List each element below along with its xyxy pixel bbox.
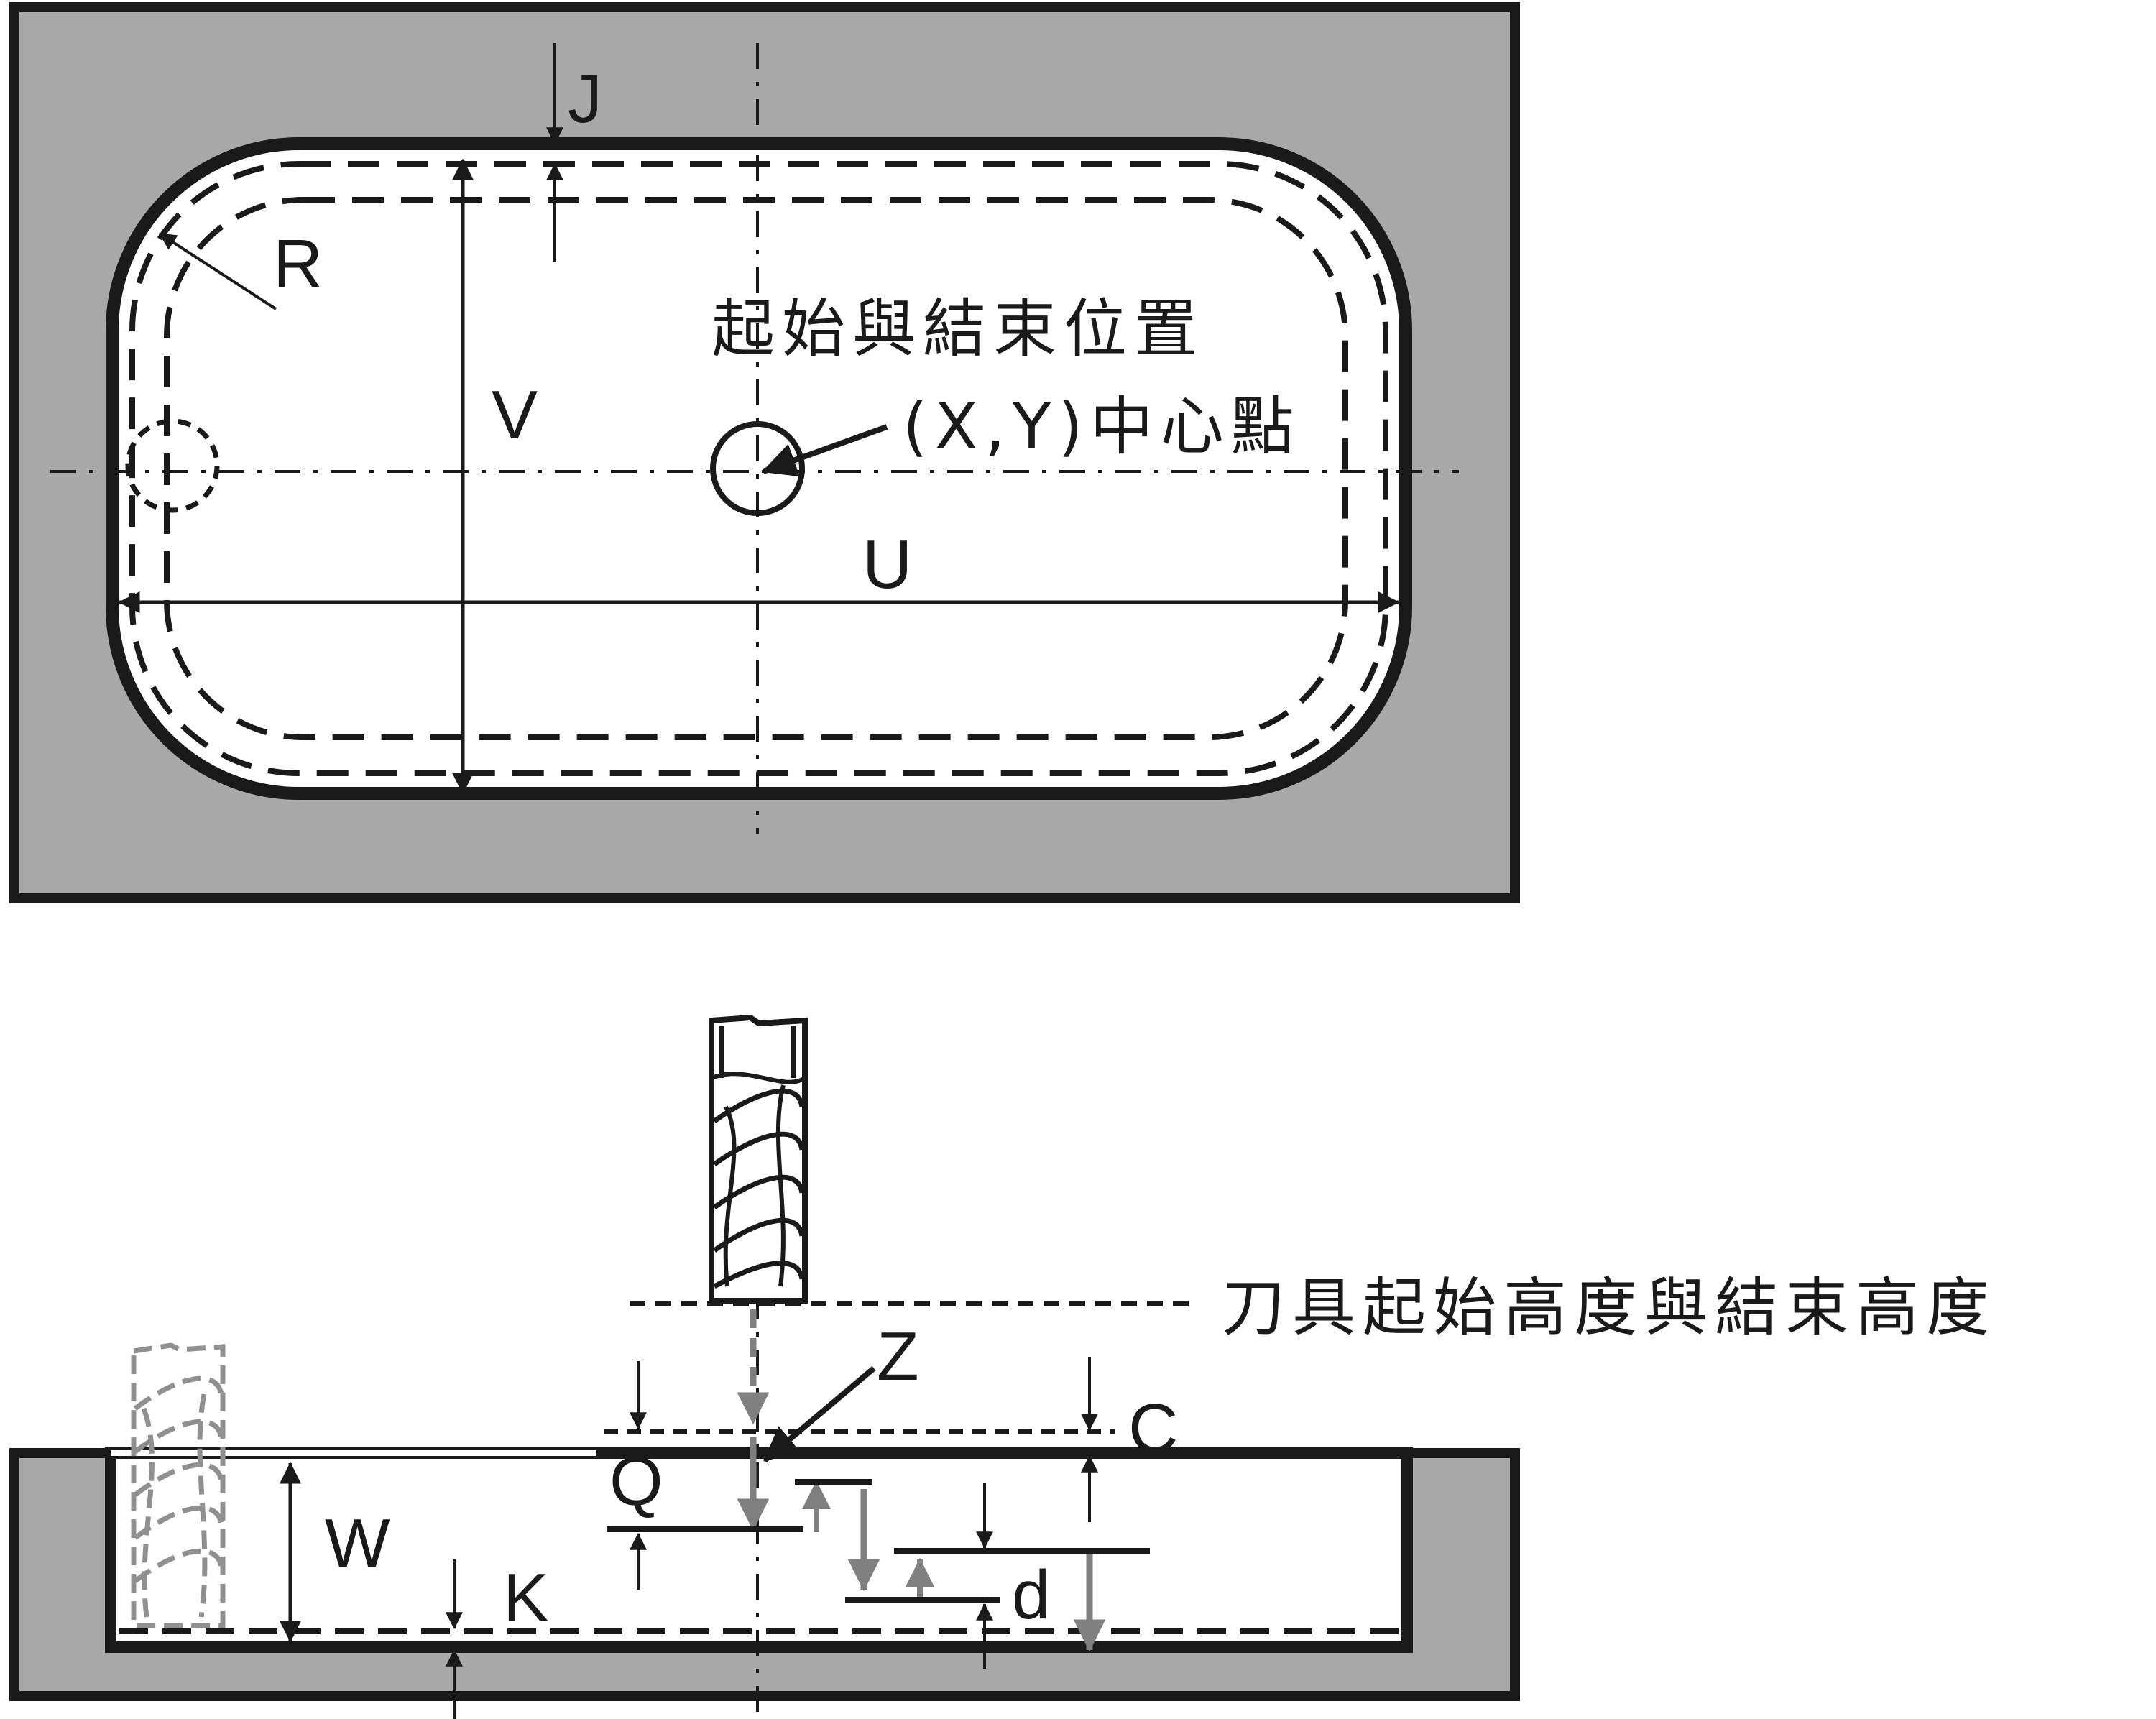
center-point-label: (X,Y)中心點 — [903, 390, 1302, 464]
v-label: V — [492, 377, 538, 453]
start-end-position-label: 起始與結束位置 — [711, 292, 1204, 366]
w-label: W — [325, 1505, 390, 1582]
center-pointer-arrow — [761, 424, 888, 477]
z-pointer-arrow — [763, 1365, 876, 1463]
rough-tool-path — [164, 197, 1348, 740]
side-view: 刀具起始高度與結束高度 — [9, 1014, 1996, 1719]
ghost-end-mill-tool — [131, 1342, 226, 1628]
center-circle — [710, 421, 805, 516]
r-label: R — [273, 226, 323, 303]
d-label: d — [1012, 1557, 1050, 1633]
k-label: K — [503, 1559, 549, 1636]
top-view: J R V U 起始與結束位置 (X,Y)中心點 — [9, 2, 1520, 903]
tool-height-label: 刀具起始高度與結束高度 — [1222, 1271, 1996, 1345]
entry-tool-circle — [125, 418, 220, 513]
u-label: U — [862, 526, 912, 603]
z-label: Z — [877, 1318, 919, 1395]
j-label: J — [568, 60, 602, 137]
pocket-cavity — [105, 1447, 1413, 1653]
end-mill-tool — [709, 1014, 808, 1304]
r-dimension-line — [158, 232, 277, 310]
c-label: C — [1128, 1390, 1178, 1467]
q-label: Q — [609, 1443, 663, 1520]
